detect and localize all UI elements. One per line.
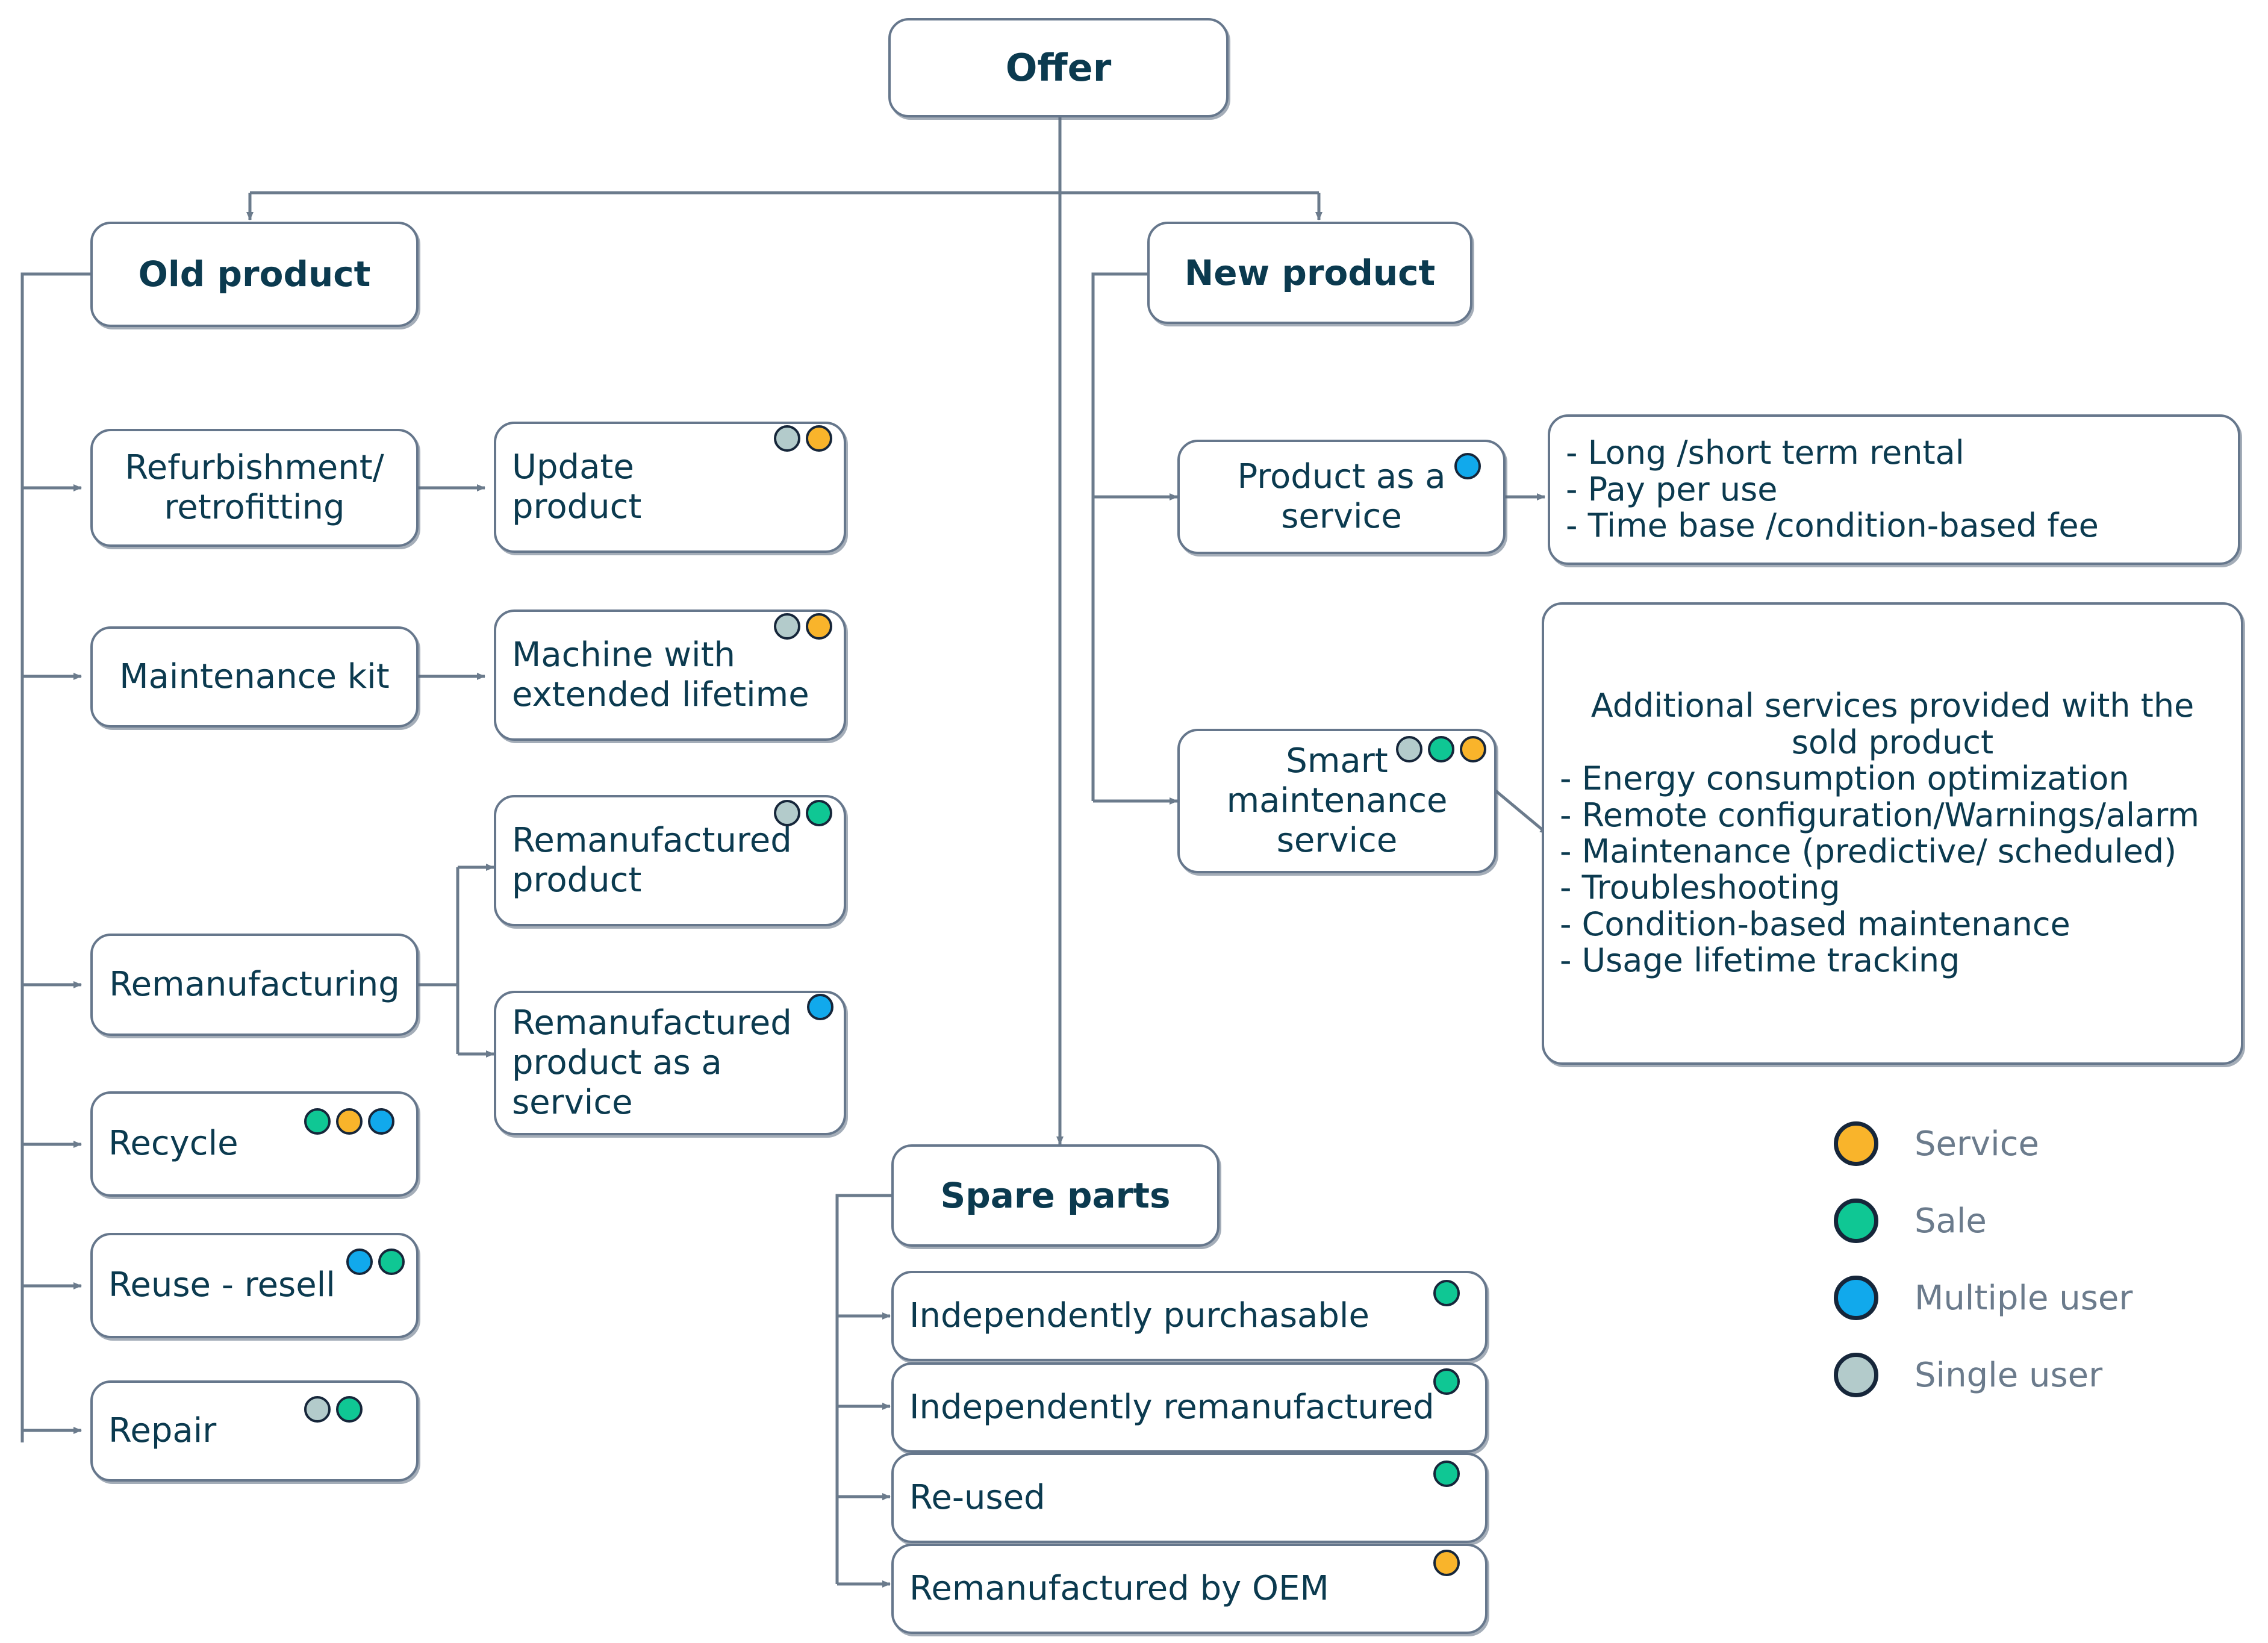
badge-group-independently-purchasable — [1433, 1280, 1460, 1306]
node-paas-details[interactable]: - Long /short term rental - Pay per use … — [1548, 414, 2240, 565]
dot-sale — [378, 1249, 405, 1275]
dot-sale — [1433, 1461, 1460, 1487]
list-item: - Usage lifetime tracking — [1560, 941, 1960, 980]
list-item: - Energy consumption optimization — [1560, 759, 2129, 798]
legend-row-multiple-user: Multiple user — [1834, 1259, 2132, 1336]
node-smart-maintenance-service-label: Smart maintenance service — [1226, 741, 1448, 861]
node-update-product-label: Update product — [512, 447, 642, 526]
node-recycle-label: Recycle — [108, 1124, 238, 1164]
node-re-used-label: Re-used — [909, 1477, 1045, 1517]
badge-group-reuse-resell — [346, 1249, 405, 1275]
dot-service — [806, 425, 832, 452]
node-product-as-a-service-label: Product as a service — [1237, 457, 1446, 536]
node-spare-parts[interactable]: Spare parts — [891, 1144, 1220, 1247]
dot-sale — [806, 800, 832, 826]
node-new-product[interactable]: New product — [1147, 222, 1472, 324]
dot-single-user — [774, 800, 800, 826]
badge-group-remanufactured-product-as-a-service — [807, 994, 833, 1020]
dot-single-user — [304, 1396, 331, 1423]
node-old-product-label: Old product — [138, 254, 371, 295]
node-machine-extended-lifetime-label: Machine with extended lifetime — [512, 635, 809, 714]
node-refurbishment-retrofitting[interactable]: Refurbishment/ retrofitting — [90, 429, 419, 547]
dot-service — [1460, 736, 1486, 762]
dot-single-user — [774, 613, 800, 640]
list-item: - Pay per use — [1566, 470, 1778, 508]
list-item: - Troubleshooting — [1560, 868, 1840, 907]
node-independently-purchasable[interactable]: Independently purchasable — [891, 1271, 1488, 1361]
node-offer-label: Offer — [1005, 45, 1112, 90]
list-item: - Maintenance (predictive/ scheduled) — [1560, 832, 2177, 870]
smart-service-detail-title: Additional services provided with the so… — [1590, 687, 2195, 761]
legend-label-single-user: Single user — [1914, 1355, 2103, 1395]
node-recycle[interactable]: Recycle — [90, 1091, 419, 1197]
badge-group-update-product — [774, 425, 832, 452]
node-remanufactured-product-label: Remanufactured product — [512, 820, 792, 900]
node-remanufacturing-label: Remanufacturing — [109, 964, 400, 1004]
dot-sale — [1433, 1280, 1460, 1306]
badge-group-independently-remanufactured — [1433, 1368, 1460, 1395]
legend-label-service: Service — [1914, 1124, 2039, 1164]
node-independently-remanufactured[interactable]: Independently remanufactured — [891, 1362, 1488, 1453]
legend-row-sale: Sale — [1834, 1182, 2132, 1259]
node-repair[interactable]: Repair — [90, 1380, 419, 1482]
badge-group-remanufactured-product — [774, 800, 832, 826]
list-item: - Remote configuration/Warnings/alarm — [1560, 796, 2199, 834]
dot-single-user — [1396, 736, 1422, 762]
node-remanufactured-by-oem-label: Remanufactured by OEM — [909, 1568, 1329, 1608]
node-product-as-a-service[interactable]: Product as a service — [1177, 440, 1506, 554]
dot-service — [1433, 1550, 1460, 1576]
dot-sale — [1428, 736, 1454, 762]
badge-group-machine-extended-lifetime — [774, 613, 832, 640]
list-item: - Condition-based maintenance — [1560, 905, 2070, 943]
badge-group-smart-maintenance-service — [1396, 736, 1486, 762]
node-reuse-resell-label: Reuse - resell — [108, 1265, 335, 1305]
dot-sale — [304, 1108, 331, 1135]
badge-group-remanufactured-by-oem — [1433, 1550, 1460, 1576]
legend-dot-multiple-user — [1834, 1276, 1878, 1320]
dot-multiple-user — [346, 1249, 373, 1275]
badge-group-product-as-a-service — [1454, 453, 1481, 479]
dot-service — [806, 613, 832, 640]
legend-row-single-user: Single user — [1834, 1336, 2132, 1414]
node-repair-label: Repair — [108, 1411, 217, 1450]
node-refurbishment-retrofitting-label: Refurbishment/ retrofitting — [125, 447, 384, 527]
paas-detail-list: - Long /short term rental - Pay per use … — [1566, 434, 2222, 545]
node-remanufacturing[interactable]: Remanufacturing — [90, 934, 419, 1036]
badge-group-repair — [304, 1396, 363, 1423]
node-new-product-label: New product — [1184, 252, 1436, 293]
badge-group-re-used — [1433, 1461, 1460, 1487]
dot-sale — [336, 1396, 363, 1423]
legend-dot-sale — [1834, 1199, 1878, 1243]
dot-multiple-user — [368, 1108, 394, 1135]
dot-service — [336, 1108, 363, 1135]
node-re-used[interactable]: Re-used — [891, 1453, 1488, 1543]
legend-row-service: Service — [1834, 1105, 2132, 1182]
smart-service-detail-list: Additional services provided with the so… — [1560, 687, 2225, 980]
node-old-product[interactable]: Old product — [90, 222, 419, 327]
legend: Service Sale Multiple user Single user — [1834, 1105, 2132, 1414]
node-independently-purchasable-label: Independently purchasable — [909, 1295, 1369, 1335]
legend-label-multiple-user: Multiple user — [1914, 1278, 2133, 1318]
dot-sale — [1433, 1368, 1460, 1395]
legend-label-sale: Sale — [1914, 1201, 1987, 1241]
node-spare-parts-label: Spare parts — [940, 1174, 1171, 1216]
legend-dot-service — [1834, 1121, 1878, 1166]
node-machine-extended-lifetime[interactable]: Machine with extended lifetime — [494, 610, 846, 741]
node-remanufactured-by-oem[interactable]: Remanufactured by OEM — [891, 1544, 1488, 1634]
node-offer[interactable]: Offer — [888, 18, 1229, 117]
list-item: - Long /short term rental — [1566, 434, 1964, 472]
node-maintenance-kit[interactable]: Maintenance kit — [90, 626, 419, 728]
legend-dot-single-user — [1834, 1353, 1878, 1397]
list-item: - Time base /condition-based fee — [1566, 507, 2099, 545]
node-smart-service-details[interactable]: Additional services provided with the so… — [1542, 602, 2243, 1065]
dot-multiple-user — [1454, 453, 1481, 479]
node-remanufactured-product-as-a-service[interactable]: Remanufactured product as a service — [494, 991, 846, 1135]
dot-single-user — [774, 425, 800, 452]
node-remanufactured-product-as-a-service-label: Remanufactured product as a service — [512, 1003, 792, 1123]
badge-group-recycle — [304, 1108, 394, 1135]
dot-multiple-user — [807, 994, 833, 1020]
node-independently-remanufactured-label: Independently remanufactured — [909, 1387, 1435, 1427]
node-maintenance-kit-label: Maintenance kit — [119, 656, 390, 696]
